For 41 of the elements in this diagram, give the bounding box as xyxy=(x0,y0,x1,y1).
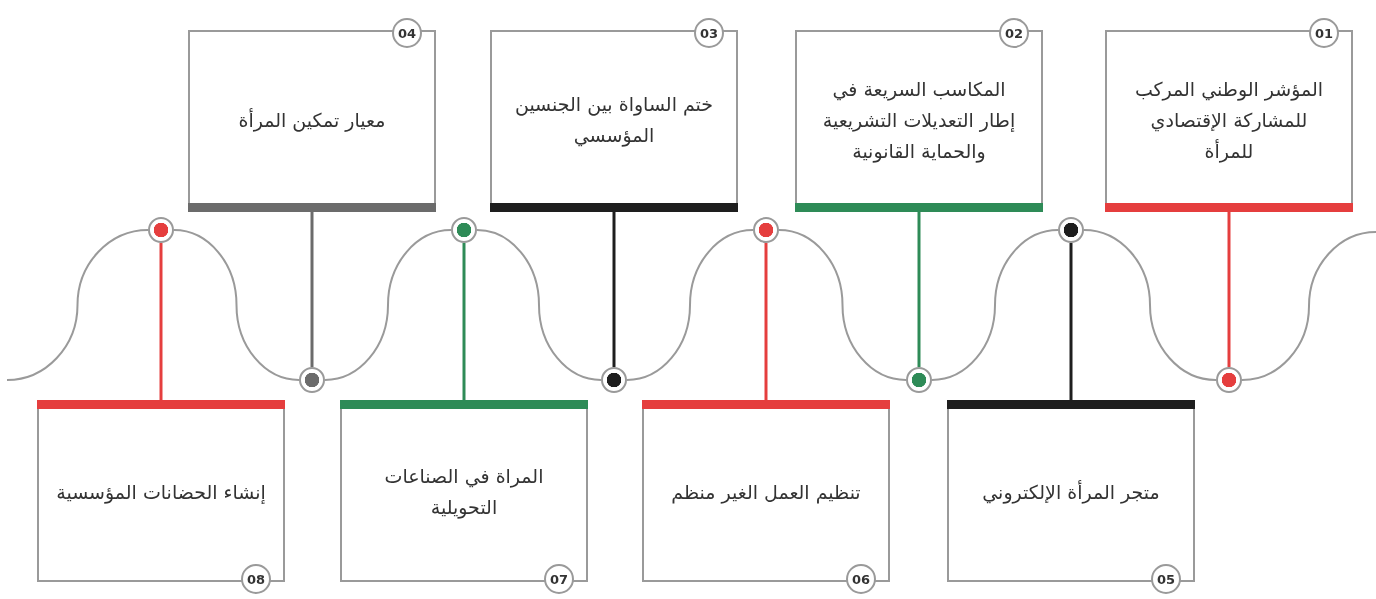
timeline-dot xyxy=(1216,367,1242,393)
step-number: 03 xyxy=(694,18,724,48)
card-text: معيار تمكين المرأة xyxy=(238,107,386,134)
step-number: 04 xyxy=(392,18,422,48)
step-number: 02 xyxy=(999,18,1029,48)
wave-line xyxy=(778,229,907,381)
wave-line xyxy=(173,229,300,381)
card-text: متجر المرأة الإلكتروني xyxy=(982,479,1160,506)
wave-line xyxy=(476,229,602,381)
card-text: المراة في الصناعات التحويلية xyxy=(383,464,545,521)
card-text: تنظيم العمل الغير منظم xyxy=(671,479,861,506)
timeline-dot xyxy=(1058,217,1084,243)
wave-line xyxy=(1083,229,1217,381)
connector-line xyxy=(310,212,314,367)
connector-line xyxy=(462,243,466,400)
timeline-dot xyxy=(299,367,325,393)
timeline-dot xyxy=(148,217,174,243)
card-text: ختم الساواة بين الجنسين المؤسسي xyxy=(513,92,715,149)
card-text: إنشاء الحضانات المؤسسية xyxy=(56,479,266,506)
connector-line xyxy=(1069,243,1073,400)
step-number: 06 xyxy=(846,564,876,594)
wave-line xyxy=(6,229,149,381)
timeline-dot xyxy=(601,367,627,393)
wave-line xyxy=(324,229,452,381)
step-number: 08 xyxy=(241,564,271,594)
step-number: 07 xyxy=(544,564,574,594)
step-number: 01 xyxy=(1309,18,1339,48)
timeline-dot xyxy=(451,217,477,243)
connector-line xyxy=(764,243,768,400)
connector-line xyxy=(1227,212,1231,367)
wave-line xyxy=(626,229,754,381)
connector-line xyxy=(612,212,616,367)
timeline-dot xyxy=(753,217,779,243)
card-text: المؤشر الوطني المركب للمشاركة الإقتصادي للمرأة xyxy=(1133,76,1325,165)
wave-line xyxy=(931,229,1059,381)
card-text: المكاسب السريعة في إطار التعديلات التشريعية والحماية القانونية xyxy=(821,76,1017,165)
connector-line xyxy=(159,243,163,400)
connector-line xyxy=(917,212,921,367)
step-number: 05 xyxy=(1151,564,1181,594)
timeline-dot xyxy=(906,367,932,393)
wave-line xyxy=(1241,231,1376,381)
